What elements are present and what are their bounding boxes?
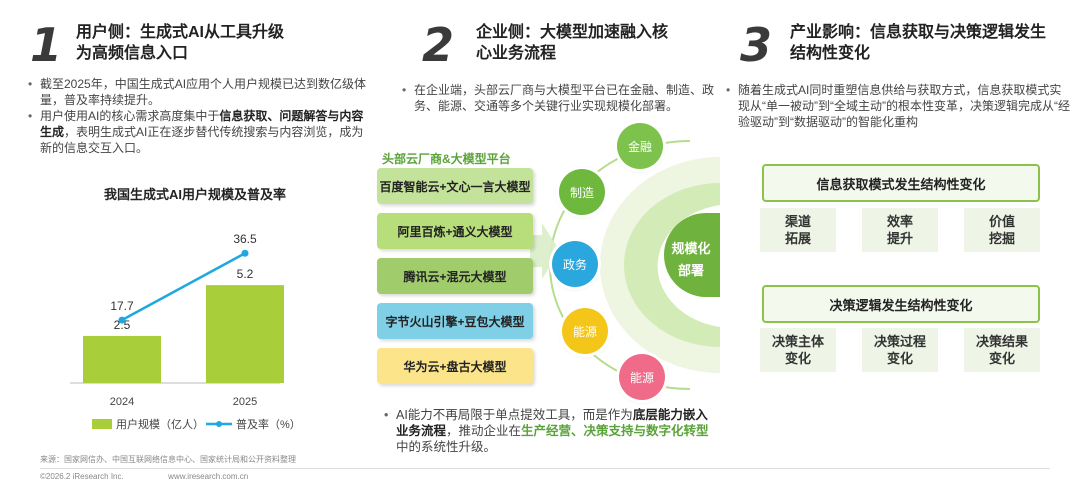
info-item-efficiency: 效率提升 [862,208,938,252]
vendor-alibaba: 阿里百炼+通义大模型 [377,213,533,249]
platform-label: 头部云厂商&大模型平台 [382,152,511,166]
summary-b: 底层能力嵌入业务流程 [396,408,708,438]
section-2-bullets: 在企业端，头部云厂商与大模型平台已在金融、制造、政务、能源、交通等多个关键行业实… [400,82,714,114]
bar-2024 [83,335,161,383]
bar-2025 [206,285,284,383]
industry-manufacturing: 制造 [559,169,605,215]
section-title-3-line1: 产业影响：信息获取与决策逻辑发生 [790,24,1047,41]
bullet-user-needs-a: 用户使用AI的核心需求高度集中于 [40,109,220,123]
center-deploy-label: 规模化 部署 [666,238,716,282]
decision-item-process-l1: 决策过程 [873,334,926,349]
chart-title: 我国生成式AI用户规模及普及率 [103,187,286,202]
vendor-huawei: 华为云+盘古大模型 [377,348,533,384]
line-label-2025: 36.5 [233,232,257,246]
section-title-1: 用户侧：生成式AI从工具升级 为高频信息入口 [76,22,284,64]
section-1-bullets: 截至2025年，中国生成式AI应用个人用户规模已达到数亿级体量，普及率持续提升。… [26,76,370,156]
bullet-enterprise-summary: AI能力不再局限于单点提效工具，而是作为底层能力嵌入业务流程，推动企业在生产经营… [384,407,714,455]
bullet-user-needs: 用户使用AI的核心需求高度集中于信息获取、问题解答与内容生成，表明生成式AI正在… [28,108,370,156]
bar-label-2024: 2.5 [114,318,131,332]
center-deploy-label-l1: 规模化 [671,241,711,256]
decision-item-process-l2: 变化 [886,351,913,366]
decision-item-subject: 决策主体变化 [760,328,836,372]
section-number-2: 2 [422,18,455,72]
section-title-2-line1: 企业侧：大模型加速融入核 [476,24,669,41]
section-number-1: 1 [30,18,63,72]
industry-finance: 金融 [617,123,663,169]
section-number-3: 3 [740,18,773,72]
section-title-2-line2: 心业务流程 [476,45,557,62]
line-point-2024 [118,316,126,324]
info-item-value-l2: 挖掘 [988,231,1015,246]
info-item-value-l1: 价值 [988,214,1015,229]
decision-item-result: 决策结果变化 [964,328,1040,372]
legend-line-dot [216,421,222,427]
info-item-channel-l1: 渠道 [784,214,811,229]
section-title-2: 企业侧：大模型加速融入核 心业务流程 [476,22,668,64]
section-2-bottom: AI能力不再局限于单点提效工具，而是作为底层能力嵌入业务流程，推动企业在生产经营… [382,407,714,455]
summary-d: 生产经营、决策支持与数字化转型 [521,424,709,438]
line-series [121,252,246,322]
decision-item-result-l2: 变化 [988,351,1015,366]
bullet-user-needs-c: ，表明生成式AI正在逐步替代传统搜索与内容浏览，成为新的信息交互入口。 [40,125,364,155]
flow-arrow [530,223,560,279]
decision-change-header: 决策逻辑发生结构性变化 [762,285,1040,323]
vendor-bytedance: 字节火山引擎+豆包大模型 [377,303,533,339]
line-point-2025 [241,249,249,257]
decision-item-process: 决策过程变化 [862,328,938,372]
legend-bar-label: 用户规模（亿人） [116,417,204,431]
info-item-efficiency-l1: 效率 [886,214,913,229]
section-3-bullets: 随着生成式AI同时重塑信息供给与获取方式，信息获取模式实现从“单一被动”到“全域… [724,82,1070,130]
info-item-efficiency-l2: 提升 [886,231,913,246]
legend-bar-swatch [92,419,112,429]
bullet-enterprise: 在企业端，头部云厂商与大模型平台已在金融、制造、政务、能源、交通等多个关键行业实… [402,82,714,114]
footer-copyright: ©2026.2 iResearch Inc. www.iresearch.com… [40,472,249,481]
info-item-value: 价值挖掘 [964,208,1040,252]
line-label-2024: 17.7 [110,299,134,313]
bullet-user-needs-b: 信息获取、问题解答与内容生成 [40,109,364,139]
summary-c: ，推动企业在 [446,424,522,438]
user-chart: 2.5 2024 5.2 2025 17.7 36.5 用户规模（亿人） 普及率（%） [70,232,301,431]
x-tick-2025: 2025 [233,396,257,408]
info-item-channel-l2: 拓展 [784,231,811,246]
decision-item-subject-l2: 变化 [784,351,811,366]
decision-item-subject-l1: 决策主体 [771,334,824,349]
industry-energy: 能源 [562,308,608,354]
center-deploy-label-l2: 部署 [677,263,704,278]
legend-line-label: 普及率（%） [236,417,301,431]
industry-energy-2: 能源 [619,354,665,400]
vendor-tencent: 腾讯云+混元大模型 [377,258,533,294]
section-title-1-line1: 用户侧：生成式AI从工具升级 [76,24,285,41]
footer-divider [40,468,1050,469]
vendor-baidu: 百度智能云+文心一言大模型 [377,168,533,204]
info-change-header: 信息获取模式发生结构性变化 [762,164,1040,202]
summary-a: AI能力不再局限于单点提效工具，而是作为 [396,408,633,422]
summary-e: 中的系统性升级。 [396,440,497,454]
bullet-industry: 随着生成式AI同时重塑信息供给与获取方式，信息获取模式实现从“单一被动”到“全域… [726,82,1070,130]
bullet-user-scale: 截至2025年，中国生成式AI应用个人用户规模已达到数亿级体量，普及率持续提升。 [28,76,370,108]
x-tick-2024: 2024 [110,396,134,408]
section-title-3: 产业影响：信息获取与决策逻辑发生 结构性变化 [790,22,1046,64]
decision-item-result-l1: 决策结果 [975,334,1028,349]
section-title-3-line2: 结构性变化 [790,45,871,62]
info-item-channel: 渠道拓展 [760,208,836,252]
section-title-1-line2: 为高频信息入口 [76,45,189,62]
source-note: 来源：国家网信办、中国互联网络信息中心、国家统计局和公开资料整理 [40,455,296,464]
industry-government: 政务 [552,241,598,287]
bar-label-2025: 5.2 [237,267,254,281]
